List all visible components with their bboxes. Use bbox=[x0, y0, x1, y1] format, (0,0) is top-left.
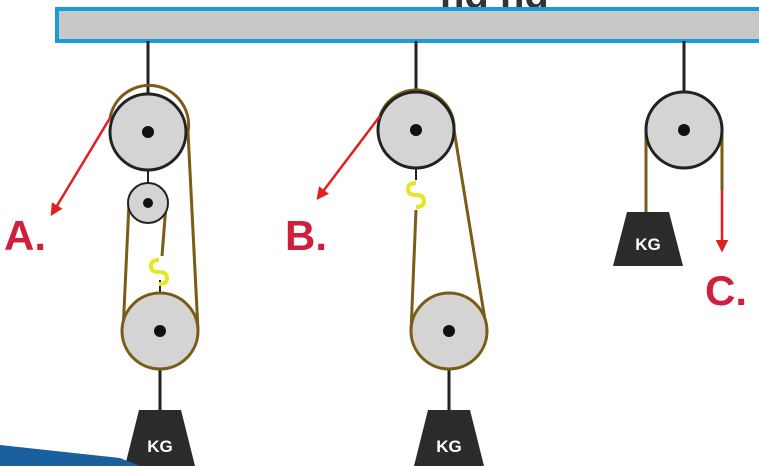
pulley-system-c: C. KG bbox=[613, 41, 747, 314]
weight-label: KG bbox=[436, 437, 462, 456]
pulley-axle bbox=[678, 124, 690, 136]
rope bbox=[186, 131, 200, 331]
pulley-axle bbox=[143, 198, 153, 208]
hook-icon bbox=[405, 181, 427, 209]
pulley-axle bbox=[410, 124, 422, 136]
arrow-icon bbox=[50, 117, 112, 217]
ceiling-beam bbox=[55, 7, 759, 43]
pulley-axle bbox=[154, 325, 166, 337]
corner-accent bbox=[0, 445, 140, 466]
weight-icon bbox=[125, 410, 195, 466]
pulley-system-a: A. KG bbox=[4, 41, 200, 466]
label-a: A. bbox=[4, 212, 46, 259]
arrow-icon bbox=[316, 115, 381, 200]
label-b: B. bbox=[285, 212, 327, 259]
weight-label: KG bbox=[147, 437, 173, 456]
hook-icon bbox=[148, 258, 170, 286]
weight-icon bbox=[613, 212, 683, 266]
rope bbox=[121, 202, 131, 333]
pulley-axle bbox=[443, 325, 455, 337]
weight-label: KG bbox=[635, 235, 661, 254]
rope bbox=[409, 209, 418, 333]
weight-icon bbox=[414, 410, 484, 466]
pulley-system-b: B. KG bbox=[285, 41, 489, 466]
label-c: C. bbox=[705, 267, 747, 314]
rope bbox=[108, 83, 191, 133]
pulley-axle bbox=[142, 126, 154, 138]
rope bbox=[452, 129, 489, 333]
